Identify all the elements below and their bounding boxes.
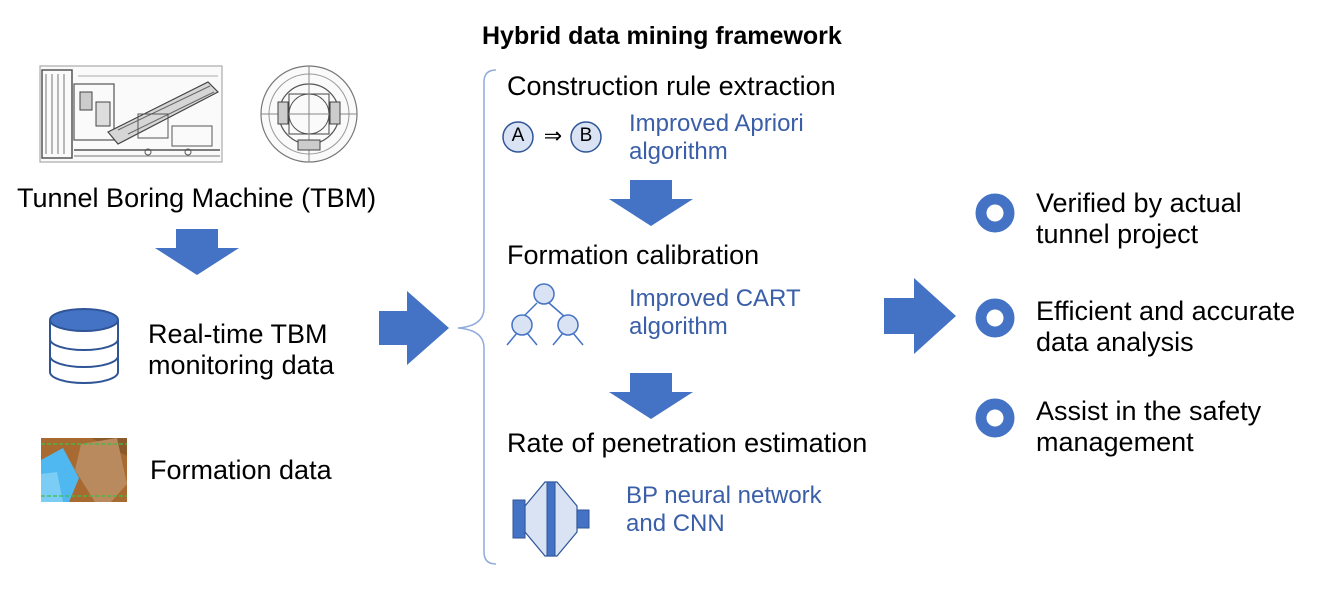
formation-image [41, 438, 127, 502]
step3-method-line2: and CNN [626, 510, 725, 537]
monitoring-label-line1: Real-time TBM [148, 319, 328, 349]
step1-title: Construction rule extraction [507, 71, 836, 101]
tbm-front-drawing [254, 62, 364, 166]
tbm-label: Tunnel Boring Machine (TBM) [17, 183, 377, 213]
result-item-1-line2: tunnel project [1036, 219, 1199, 249]
tbm-side-drawing [38, 62, 224, 166]
right-arrow-icon [379, 291, 449, 365]
decision-tree-icon [503, 283, 589, 349]
step2-title: Formation calibration [507, 240, 760, 270]
result-item-2-line1: Efficient and accurate [1036, 296, 1296, 326]
step1-method-line2: algorithm [629, 138, 728, 165]
rule-icon: A ⇒ B [501, 119, 605, 155]
framework-title: Hybrid data mining framework [482, 22, 842, 50]
step1-method-line1: Improved Apriori [629, 110, 804, 137]
step2-method-line1: Improved CART [629, 285, 801, 312]
monitoring-label-line2: monitoring data [148, 350, 335, 380]
implies-icon: ⇒ [543, 123, 563, 148]
down-arrow-icon [609, 373, 693, 419]
result-item-2-line2: data analysis [1036, 327, 1194, 357]
rule-b-text: B [579, 125, 593, 146]
database-icon [48, 308, 120, 386]
result-item-3-line2: management [1036, 427, 1194, 457]
neural-network-icon [511, 478, 591, 560]
down-arrow-icon [609, 180, 693, 226]
step2-method-line2: algorithm [629, 313, 728, 340]
result-item-1-line1: Verified by actual [1036, 188, 1242, 218]
result-item-3-line1: Assist in the safety [1036, 396, 1262, 426]
right-arrow-icon [884, 278, 956, 354]
step3-method-line1: BP neural network [626, 482, 822, 509]
bullet-ring-icon [974, 297, 1016, 339]
rule-a-text: A [511, 125, 525, 146]
formation-label: Formation data [150, 455, 332, 485]
down-arrow-icon [155, 229, 239, 275]
step3-title: Rate of penetration estimation [507, 428, 868, 458]
curly-brace-icon [454, 68, 502, 566]
bullet-ring-icon [974, 397, 1016, 439]
bullet-ring-icon [974, 192, 1016, 234]
